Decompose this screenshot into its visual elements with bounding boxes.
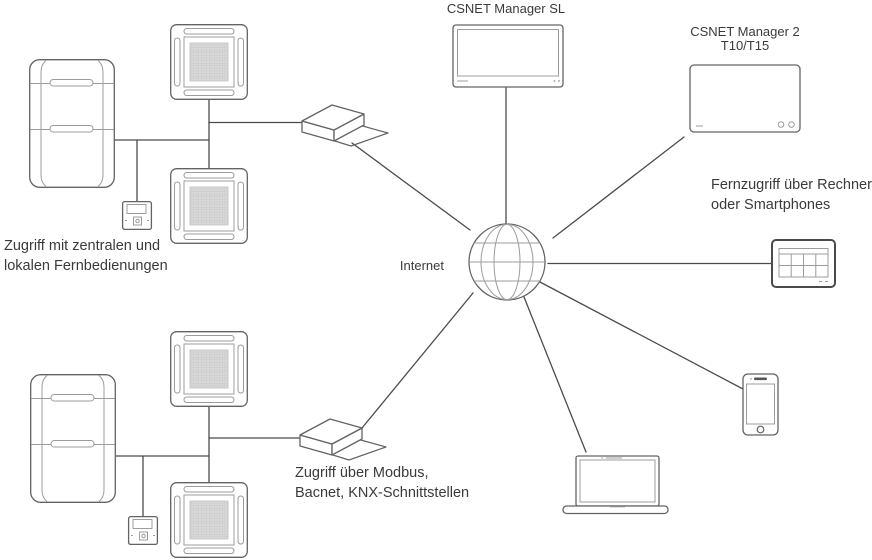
label-csnet-manager-2-line2: T10/T15 bbox=[720, 37, 770, 53]
monitor-icon bbox=[452, 24, 564, 88]
label-zugriff-fernbedienungen-line1: Zugriff mit zentralen und bbox=[4, 238, 161, 254]
wall-remote-icon bbox=[127, 515, 159, 546]
label-zugriff-modbus: Zugriff über Modbus, Bacnet, KNX-Schnitt… bbox=[295, 464, 469, 503]
cassette-indoor-unit-icon bbox=[170, 168, 248, 244]
label-zugriff-modbus-line1: Zugriff über Modbus, bbox=[295, 465, 429, 481]
gateway-box-icon bbox=[301, 104, 389, 147]
label-internet: Internet bbox=[399, 258, 444, 273]
touch-panel-icon bbox=[771, 239, 836, 288]
wall-remote-icon bbox=[121, 200, 153, 231]
gateway-box-icon bbox=[299, 418, 387, 461]
outdoor-unit-icon bbox=[30, 374, 116, 503]
cassette-indoor-unit-icon bbox=[170, 331, 248, 407]
cassette-indoor-unit-icon bbox=[170, 24, 248, 100]
smartphone-icon bbox=[742, 373, 779, 436]
laptop-icon bbox=[562, 455, 669, 515]
wiring-left-top-group bbox=[114, 99, 303, 202]
label-zugriff-modbus-line2: Bacnet, KNX-Schnittstellen bbox=[295, 484, 470, 501]
wiring-left-bottom-group bbox=[115, 406, 301, 517]
control-panel-icon bbox=[689, 64, 801, 133]
label-csnet-manager-2-line1: CSNET Manager 2 bbox=[690, 24, 800, 39]
label-csnet-manager-sl: CSNET Manager SL bbox=[446, 1, 566, 16]
label-zugriff-fernbedienungen: Zugriff mit zentralen und lokalen Fernbe… bbox=[4, 237, 168, 276]
outdoor-unit-icon bbox=[29, 59, 115, 188]
label-zugriff-fernbedienungen-line2: lokalen Fernbedienungen bbox=[4, 257, 168, 274]
wiring-internet-radial bbox=[351, 87, 773, 453]
internet-globe-icon bbox=[468, 223, 546, 301]
label-fernzugriff-line2: oder Smartphones bbox=[711, 196, 831, 213]
label-fernzugriff-line1: Fernzugriff über Rechner bbox=[711, 177, 872, 193]
label-csnet-manager-2: CSNET Manager 2 T10/T15 bbox=[688, 25, 802, 52]
label-fernzugriff: Fernzugriff über Rechner oder Smartphone… bbox=[711, 176, 872, 215]
cassette-indoor-unit-icon bbox=[170, 482, 248, 558]
